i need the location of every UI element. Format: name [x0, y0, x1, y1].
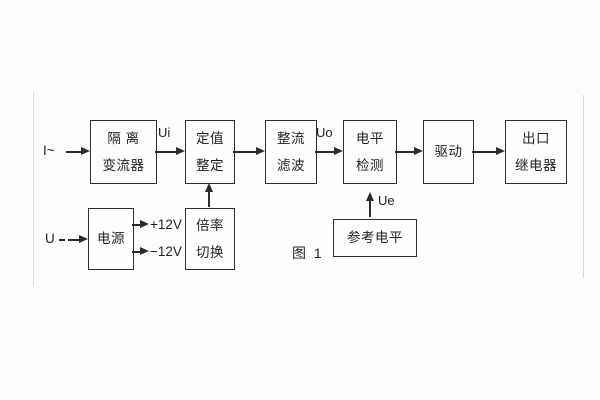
- arrow-line: [132, 224, 141, 226]
- block-setting-adjust: 定值 整定: [185, 120, 235, 184]
- arrow-line: [233, 151, 257, 153]
- block-reference-level: 参考电平: [333, 219, 417, 257]
- arrow-head: [176, 147, 185, 155]
- arrow-line: [395, 151, 415, 153]
- block-isolation-transformer: 隔 离 变流器: [90, 120, 157, 184]
- block-label: 隔 离: [107, 131, 140, 146]
- label-input-current: I~: [43, 143, 55, 158]
- block-label: 继电器: [515, 157, 557, 173]
- arrow-line: [472, 151, 497, 153]
- arrow-head: [366, 192, 374, 201]
- arrow-head: [140, 220, 149, 228]
- block-label: 定值: [196, 131, 224, 146]
- arrow-head: [140, 247, 149, 255]
- block-rectifier-filter: 整流 滤波: [265, 120, 317, 184]
- label-signal-ui: Ui: [158, 125, 171, 140]
- block-ratio-switch: 倍率 切换: [185, 208, 235, 270]
- block-label: 整流: [277, 131, 305, 146]
- arrow-line: [155, 151, 177, 153]
- arrow-head: [334, 147, 343, 155]
- block-label: 电源: [97, 231, 125, 247]
- arrow-head: [414, 147, 423, 155]
- block-drive: 驱动: [423, 120, 474, 184]
- block-label: 参考电平: [347, 230, 403, 246]
- arrow-head: [205, 183, 213, 192]
- arrow-line: [66, 151, 82, 153]
- arrow-head: [256, 147, 265, 155]
- arrow-line: [68, 239, 80, 241]
- block-power-supply: 电源: [88, 208, 134, 270]
- block-label: 电平: [356, 131, 384, 146]
- label-signal-uo: Uo: [316, 125, 333, 140]
- arrow-head: [496, 147, 505, 155]
- arrow-line: [208, 191, 210, 207]
- block-level-detect: 电平 检测: [343, 120, 397, 184]
- block-label: 变流器: [102, 157, 145, 173]
- label-plus12v: +12V: [150, 217, 182, 232]
- arrow-head: [79, 235, 88, 243]
- block-label: 驱动: [434, 144, 463, 160]
- block-output-relay: 出口 继电器: [505, 120, 567, 184]
- block-label: 倍率: [196, 218, 224, 233]
- block-label: 整定: [196, 157, 224, 173]
- arrow-head: [81, 147, 90, 155]
- figure-caption: 图 1: [292, 245, 324, 261]
- arrow-line: [315, 151, 335, 153]
- label-minus12v: −12V: [150, 244, 182, 259]
- block-label: 检测: [356, 157, 384, 173]
- arrow-line: [59, 239, 65, 241]
- label-input-voltage: U: [45, 231, 55, 246]
- block-label: 出口: [522, 131, 550, 146]
- arrow-line: [132, 251, 141, 253]
- block-label: 滤波: [277, 157, 305, 173]
- arrow-line: [369, 200, 371, 217]
- label-signal-ue: Ue: [378, 193, 395, 208]
- block-label: 切换: [196, 244, 224, 260]
- frame-line-right: [583, 95, 584, 278]
- frame-line-left: [33, 92, 34, 286]
